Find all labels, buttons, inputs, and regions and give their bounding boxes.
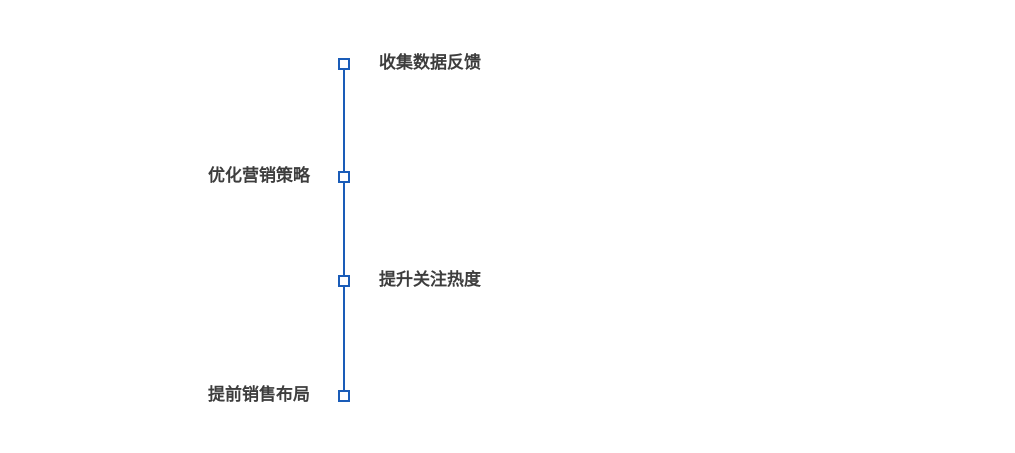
timeline-marker-3 (338, 275, 350, 287)
timeline-line (343, 64, 345, 396)
timeline-marker-4 (338, 390, 350, 402)
timeline-marker-2 (338, 171, 350, 183)
timeline-label-3: 提升关注热度 (379, 270, 481, 289)
timeline-label-2: 优化营销策略 (208, 166, 310, 185)
timeline-label-4: 提前销售布局 (208, 385, 310, 404)
timeline-label-1: 收集数据反馈 (379, 53, 481, 72)
timeline-marker-1 (338, 58, 350, 70)
